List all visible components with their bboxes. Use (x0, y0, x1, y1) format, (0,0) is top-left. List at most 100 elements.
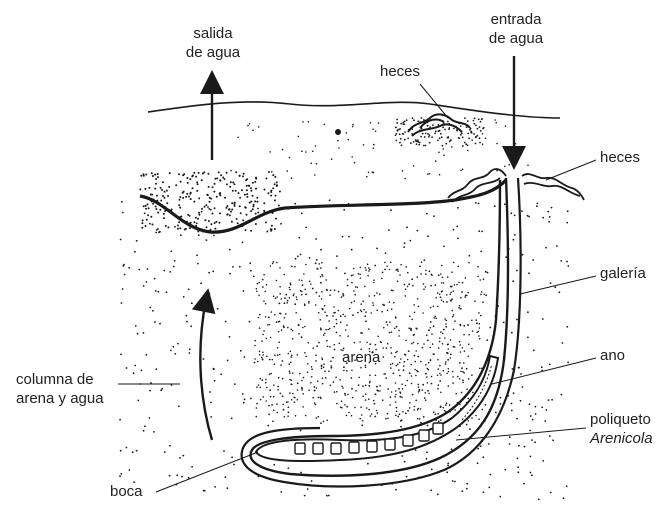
sand-grain (362, 385, 364, 387)
sand-grain (372, 302, 374, 304)
sand-grain (148, 187, 150, 189)
label-heces-right: heces (600, 148, 640, 167)
sand-grain (163, 217, 165, 219)
sand-grain (446, 471, 448, 473)
sand-grain (197, 183, 199, 185)
sand-grain (170, 251, 172, 253)
sand-grain (459, 378, 461, 380)
sand-grain (152, 175, 154, 177)
sand-grain (231, 209, 233, 211)
sand-grain (516, 418, 518, 420)
sand-grain (274, 228, 276, 230)
sand-grain (169, 445, 171, 447)
sand-grain (464, 296, 466, 298)
sand-grain (441, 282, 443, 284)
leader-ano (492, 358, 596, 384)
sand-grain (437, 375, 439, 377)
sand-grain (457, 266, 459, 268)
sand-grain (210, 416, 212, 418)
sand-grain (195, 176, 197, 178)
sand-grain (464, 350, 466, 352)
sand-grain (241, 189, 243, 191)
sand-grain (263, 202, 265, 204)
sand-grain (320, 267, 322, 269)
sand-grain (259, 314, 261, 316)
sand-grain (457, 207, 459, 209)
sand-grain (326, 315, 328, 317)
sand-grain (177, 225, 179, 227)
sand-grain (324, 305, 326, 307)
sand-grain (186, 193, 188, 195)
sand-grain (359, 418, 361, 420)
sand-grain (370, 312, 372, 314)
sand-grain (315, 404, 317, 406)
sand-grain (551, 399, 553, 401)
sand-grain (232, 266, 234, 268)
sand-grain (314, 386, 316, 388)
sand-grain (390, 347, 392, 349)
sand-grain (173, 266, 175, 268)
sand-grain (487, 272, 489, 274)
sand-grain (229, 214, 231, 216)
sand-grain (352, 314, 354, 316)
sand-grain (277, 412, 279, 414)
sand-grain (541, 366, 543, 368)
sand-grain (369, 269, 371, 271)
sand-grain (400, 264, 402, 266)
sand-grain (321, 308, 323, 310)
sand-grain (170, 350, 172, 352)
sand-grain (274, 183, 276, 185)
sand-grain (249, 321, 251, 323)
sand-grain (338, 147, 340, 149)
sand-grain (302, 121, 304, 123)
sand-grain (231, 221, 233, 223)
sand-grain (339, 335, 341, 337)
sand-grain (480, 294, 482, 296)
worm-segment (433, 423, 443, 434)
sand-grain (323, 363, 325, 365)
sand-grain (464, 142, 466, 144)
sand-grain (351, 156, 353, 158)
sand-grain (373, 282, 375, 284)
sand-grain (404, 461, 406, 463)
sand-grain (399, 396, 401, 398)
sand-grain (374, 295, 376, 297)
sand-grain (289, 371, 291, 373)
sand-grain (312, 150, 314, 152)
sand-grain (208, 220, 210, 222)
sand-grain (399, 362, 401, 364)
sand-grain (435, 284, 437, 286)
sand-grain (126, 367, 128, 369)
sand-grain (450, 339, 452, 341)
sand-grain (246, 185, 248, 187)
worm-segment (349, 442, 359, 453)
sand-grain (402, 170, 404, 172)
sand-grain (566, 326, 568, 328)
sand-grain (379, 390, 381, 392)
sand-grain (318, 397, 320, 399)
sand-grain (295, 258, 297, 260)
sand-grain (331, 158, 333, 160)
sand-grain (279, 293, 281, 295)
sand-grain (395, 415, 397, 417)
label-poliqueto-arenicola: poliqueto Arenicola (590, 410, 653, 448)
sand-grain (368, 409, 370, 411)
sand-grain (458, 137, 460, 139)
worm-segment (385, 439, 395, 450)
sand-grain (267, 324, 269, 326)
sand-grain (255, 213, 257, 215)
sediment-surface-line (148, 102, 560, 118)
sand-grain (527, 311, 529, 313)
sand-grain (133, 372, 135, 374)
sand-grain (563, 497, 565, 499)
sand-grain (516, 319, 518, 321)
sand-grain (278, 205, 280, 207)
sand-grain (361, 332, 363, 334)
sand-grain (310, 283, 312, 285)
sand-grain (320, 249, 322, 251)
sand-grain (504, 469, 506, 471)
sand-grain (463, 372, 465, 374)
sand-grain (409, 372, 411, 374)
sand-grain (535, 406, 537, 408)
